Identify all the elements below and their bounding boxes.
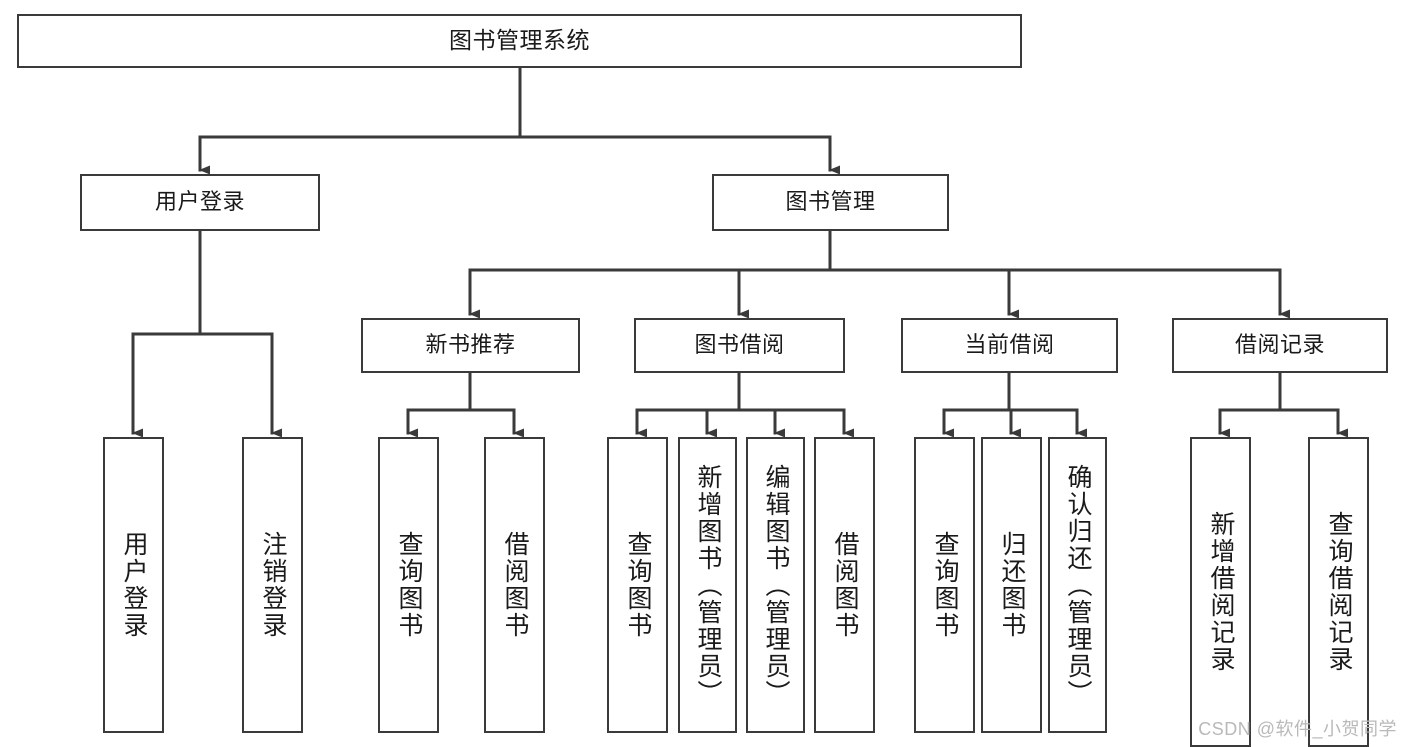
node-label: 注销登录 bbox=[259, 531, 287, 639]
node-label: 当前借阅 bbox=[964, 332, 1055, 358]
node-label: 用户登录 bbox=[120, 531, 148, 639]
node-leaf-borrow-book-1[interactable]: 借阅图书 bbox=[484, 437, 545, 733]
node-label: 确认归还（管理员） bbox=[1064, 463, 1092, 707]
node-user-login[interactable]: 用户登录 bbox=[80, 174, 320, 231]
node-book-manage[interactable]: 图书管理 bbox=[712, 174, 949, 231]
node-book-borrow[interactable]: 图书借阅 bbox=[634, 318, 845, 373]
node-borrow-record[interactable]: 借阅记录 bbox=[1172, 318, 1388, 373]
node-label: 编辑图书（管理员） bbox=[762, 463, 790, 707]
node-label: 查询图书 bbox=[931, 531, 959, 639]
node-leaf-edit-book[interactable]: 编辑图书（管理员） bbox=[746, 437, 805, 733]
node-leaf-query-book-2[interactable]: 查询图书 bbox=[607, 437, 668, 733]
node-label: 用户登录 bbox=[154, 189, 245, 215]
node-leaf-logout[interactable]: 注销登录 bbox=[242, 437, 303, 733]
node-leaf-return-book[interactable]: 归还图书 bbox=[981, 437, 1042, 733]
node-leaf-query-record[interactable]: 查询借阅记录 bbox=[1308, 437, 1369, 747]
node-label: 新增图书（管理员） bbox=[694, 463, 722, 707]
node-root-system[interactable]: 图书管理系统 bbox=[17, 14, 1022, 68]
node-current-borrow[interactable]: 当前借阅 bbox=[901, 318, 1118, 373]
node-label: 图书管理系统 bbox=[449, 27, 590, 54]
node-label: 借阅记录 bbox=[1234, 332, 1325, 358]
node-leaf-borrow-book-2[interactable]: 借阅图书 bbox=[814, 437, 875, 733]
node-leaf-add-book[interactable]: 新增图书（管理员） bbox=[678, 437, 737, 733]
node-label: 借阅图书 bbox=[831, 531, 859, 639]
node-leaf-user-login[interactable]: 用户登录 bbox=[103, 437, 164, 733]
node-label: 新书推荐 bbox=[425, 332, 516, 358]
node-label: 查询借阅记录 bbox=[1325, 511, 1353, 673]
node-leaf-confirm-return[interactable]: 确认归还（管理员） bbox=[1048, 437, 1107, 733]
node-new-book-rec[interactable]: 新书推荐 bbox=[361, 318, 580, 373]
node-label: 图书管理 bbox=[785, 189, 876, 215]
node-label: 图书借阅 bbox=[694, 332, 785, 358]
node-label: 归还图书 bbox=[998, 531, 1026, 639]
node-label: 查询图书 bbox=[395, 531, 423, 639]
node-label: 新增借阅记录 bbox=[1207, 511, 1235, 673]
node-leaf-add-record[interactable]: 新增借阅记录 bbox=[1190, 437, 1251, 747]
node-leaf-query-book-1[interactable]: 查询图书 bbox=[378, 437, 439, 733]
node-label: 查询图书 bbox=[624, 531, 652, 639]
node-leaf-query-book-3[interactable]: 查询图书 bbox=[914, 437, 975, 733]
node-label: 借阅图书 bbox=[501, 531, 529, 639]
